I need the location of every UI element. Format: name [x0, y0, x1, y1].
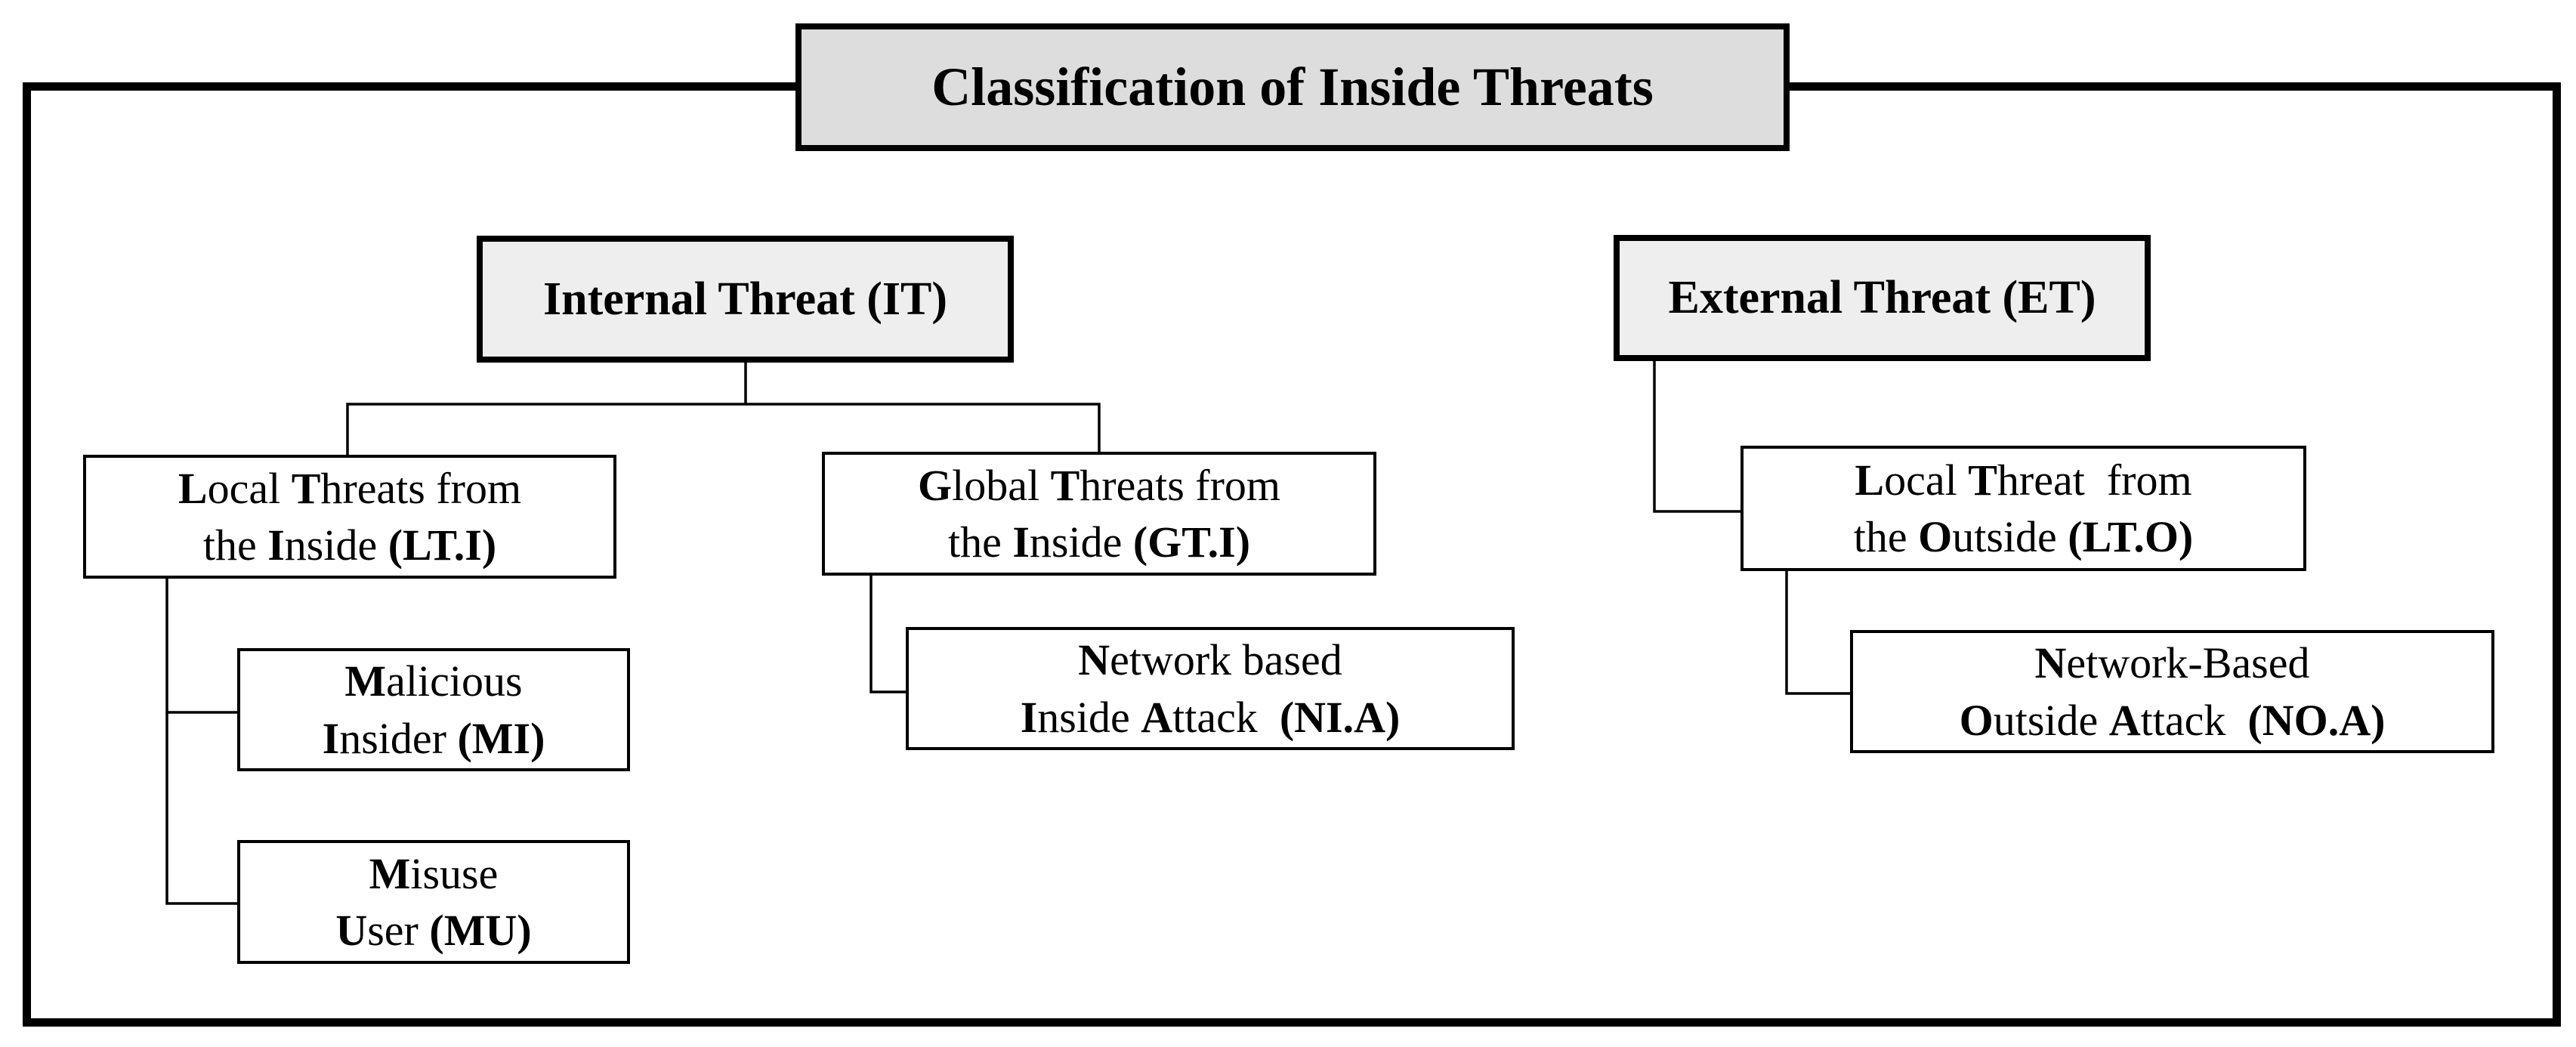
- node-label-text: ttack: [1172, 692, 1280, 742]
- node-label-text: ser: [367, 906, 430, 955]
- node-label-text: M: [344, 656, 387, 706]
- node-label-text: isuse: [410, 848, 499, 898]
- connector-lti-mu: [165, 712, 237, 905]
- node-label-text: O: [1959, 695, 1994, 745]
- node-label-text: the: [947, 517, 1013, 567]
- node-label-line: Inside Attack (NI.A): [1021, 689, 1401, 746]
- node-label-text: U: [335, 906, 368, 955]
- node-label-text: utside: [1952, 512, 2068, 561]
- node-label-text: A: [1141, 692, 1173, 742]
- node-label-text: nside: [1037, 692, 1141, 742]
- node-label-text: utside: [1993, 695, 2109, 745]
- node-label-text: hreats from: [320, 463, 522, 513]
- connector-it-children: [346, 360, 747, 455]
- node-label-text: nsider: [339, 713, 458, 763]
- node-label-text: O: [1918, 512, 1953, 561]
- connector-et-lto: [1653, 361, 1740, 513]
- node-label-text: ocal: [1884, 455, 1969, 505]
- node-label-line: User (MU): [335, 902, 531, 959]
- node-label-text: T: [1050, 460, 1080, 510]
- node-label-text: hreat from: [1997, 455, 2192, 505]
- node-label-text: (NI.A): [1279, 692, 1401, 742]
- node-label-line: the Outside (LT.O): [1854, 508, 2194, 565]
- connector-lti-mi: [165, 579, 237, 714]
- node-label-text: L: [1855, 455, 1885, 505]
- node-label-line: the Inside (LT.I): [178, 517, 521, 573]
- node-label-text: T: [291, 463, 321, 513]
- node-label-text: (LT.O): [2068, 512, 2194, 561]
- node-label-text: (LT.I): [388, 520, 497, 570]
- node-label-text: alicious: [386, 656, 523, 706]
- node-label-text: nside: [1029, 517, 1133, 567]
- node-label-text: hreats from: [1080, 460, 1281, 510]
- node-label-line: Network-Based: [1960, 635, 2386, 691]
- node-label-line: Network based: [1021, 632, 1401, 688]
- connector-gti-nia: [869, 576, 906, 693]
- node-label-text: (NO.A): [2247, 695, 2386, 745]
- node-label-text: I: [1020, 692, 1038, 742]
- node-label-text: A: [2108, 695, 2141, 745]
- diagram-title: Classification of Inside Threats: [795, 23, 1790, 151]
- node-label-text: G: [917, 460, 953, 510]
- node-label-text: I: [1012, 517, 1030, 567]
- node-label-text: ttack: [2140, 695, 2248, 745]
- node-label-line: Misuse: [335, 845, 531, 902]
- node-label-text: External Threat (ET): [1668, 272, 2096, 324]
- node-label-line: Insider (MI): [323, 710, 545, 767]
- node-label-line: Local Threats from: [178, 460, 521, 517]
- node-label-line: External Threat (ET): [1668, 267, 2096, 329]
- node-label-text: (GT.I): [1132, 517, 1251, 567]
- node-label-line: Global Threats from: [918, 457, 1280, 514]
- node-label-line: Outside Attack (NO.A): [1960, 692, 2386, 749]
- node-label-line: Local Threat from: [1854, 452, 2194, 508]
- connector-it-gti: [746, 403, 1101, 452]
- node-label-text: (MU): [429, 906, 532, 955]
- node-external-threat: External Threat (ET): [1614, 235, 2151, 361]
- connector-lto-noa: [1785, 571, 1850, 695]
- node-label-text: nside: [284, 520, 388, 570]
- node-label-text: etwork based: [1110, 635, 1342, 685]
- node-label-line: the Inside (GT.I): [918, 514, 1280, 570]
- node-label-text: Internal Threat (IT): [542, 273, 948, 325]
- node-label-text: the: [1853, 512, 1919, 561]
- node-label-text: etwork-Based: [2066, 638, 2310, 688]
- node-label-text: the: [202, 520, 268, 570]
- node-label-text: L: [178, 463, 208, 513]
- node-label-line: Internal Threat (IT): [543, 269, 947, 330]
- node-label-line: Malicious: [323, 653, 545, 709]
- node-label-text: T: [1968, 455, 1997, 505]
- node-label-text: I: [267, 520, 285, 570]
- node-label-text: M: [369, 848, 411, 898]
- node-label-text: N: [1078, 635, 1110, 685]
- node-label-text: N: [2034, 638, 2067, 688]
- node-internal-threat: Internal Threat (IT): [477, 236, 1014, 363]
- node-label-text: lobal: [952, 460, 1051, 510]
- node-label-text: ocal: [207, 463, 292, 513]
- node-label-text: I: [322, 713, 340, 763]
- node-label-text: (MI): [457, 713, 545, 763]
